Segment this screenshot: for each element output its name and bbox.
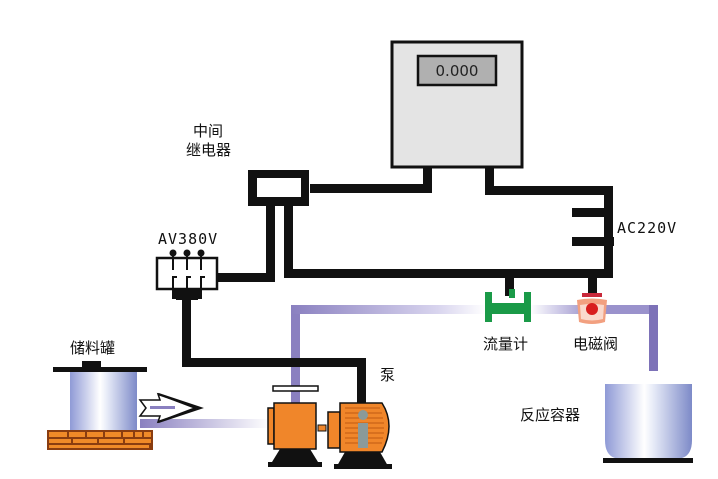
discharge-pipe <box>291 305 486 314</box>
flowmeter <box>485 289 531 322</box>
feed-pipe <box>140 419 270 428</box>
pump <box>267 385 392 469</box>
storage-tank <box>47 361 153 450</box>
display-value: 0.000 <box>436 62 479 80</box>
relay-label-line1: 中间 <box>193 122 223 140</box>
storage-tank-label: 储料罐 <box>70 339 115 357</box>
relay-label-line2: 继电器 <box>186 141 231 159</box>
controller-display <box>416 54 498 87</box>
reactor-vessel <box>603 384 693 463</box>
pipes <box>140 305 658 428</box>
solenoid-valve <box>577 293 607 324</box>
reactor-label: 反应容器 <box>520 406 580 424</box>
pump-outlet-riser <box>291 305 300 405</box>
pump-label: 泵 <box>380 366 395 384</box>
solenoid-valve-label: 电磁阀 <box>573 335 618 353</box>
pipe-segment-to-reactor <box>600 305 658 314</box>
wiring <box>182 165 614 403</box>
power-220v-label: AC220V <box>617 219 677 237</box>
reactor-inlet-drop <box>649 305 658 371</box>
intermediate-relay <box>248 170 309 206</box>
flow-arrow-icon <box>138 392 204 424</box>
circuit-breaker <box>155 249 219 300</box>
flow-controller: 0.000 <box>390 40 524 169</box>
power-380v-label: AV380V <box>158 230 218 248</box>
flowmeter-label: 流量计 <box>483 335 528 353</box>
brick-base <box>47 430 153 450</box>
pipe-segment-meter-valve <box>530 305 600 314</box>
